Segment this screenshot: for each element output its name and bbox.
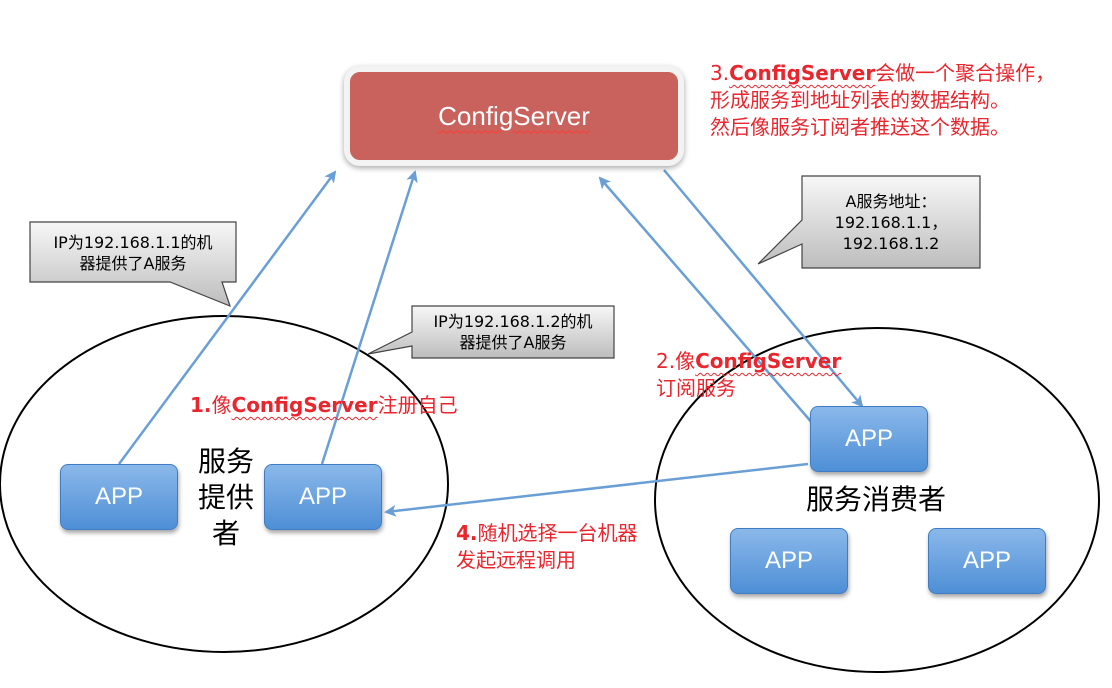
callout-ip1-line1: IP为192.168.1.1的机: [53, 233, 213, 252]
app-provider-left-label: APP: [94, 483, 144, 510]
arrow-config-push: [663, 169, 864, 408]
step1-prefix: 像: [211, 393, 232, 417]
step3-suffix: 会做一个聚合操作，: [875, 61, 1056, 85]
arrow-provider-right-register: [320, 170, 418, 465]
step4-line2: 发起远程调用: [456, 548, 576, 572]
step2-configserver: ConfigServer: [695, 349, 842, 373]
app-provider-right: APP: [264, 464, 382, 530]
arrow-consumer-subscribe: [598, 176, 821, 433]
step3-line3: 然后像服务订阅者推送这个数据。: [710, 115, 1010, 139]
consumer-group-label: 服务消费者: [806, 483, 947, 516]
config-server-box: ConfigServer: [344, 66, 684, 166]
callout-address-line1: A服务地址：: [845, 191, 937, 211]
provider-group-label: 服务 提供 者: [194, 444, 258, 552]
step1-configserver: ConfigServer: [231, 393, 378, 417]
callout-ip2: IP为192.168.1.2的机 器提供了A服务: [412, 308, 614, 356]
callout-ip2-line1: IP为192.168.1.2的机: [433, 312, 593, 331]
app-consumer-top-label: APP: [844, 425, 894, 452]
app-provider-right-label: APP: [298, 483, 348, 510]
app-consumer-bottom-right-label: APP: [962, 547, 1012, 574]
callout-ip2-bubble: [367, 305, 615, 359]
step1-number: 1.: [190, 393, 212, 417]
step3-number: 3.: [710, 61, 730, 85]
callout-address: A服务地址： 192.168.1.1， 192.168.1.2: [802, 180, 980, 264]
step3-line2: 形成服务到地址列表的数据结构。: [710, 88, 1010, 112]
step3-configserver: ConfigServer: [729, 61, 876, 85]
provider-label-line1: 服务: [197, 445, 254, 478]
step2-line2: 订阅服务: [656, 376, 736, 400]
callout-address-line2: 192.168.1.1，: [834, 212, 948, 232]
arrow-remote-call: [384, 462, 809, 517]
callout-address-bubble: [757, 175, 981, 269]
step4-number: 4.: [456, 521, 478, 545]
step1-annotation: 1.像ConfigServer注册自己: [190, 392, 458, 419]
step1-suffix: 注册自己: [377, 393, 458, 417]
callout-ip1-line2: 器提供了A服务: [79, 254, 187, 273]
callout-address-line3: 192.168.1.2: [842, 233, 940, 253]
step3-annotation: 3.ConfigServer会做一个聚合操作， 形成服务到地址列表的数据结构。 …: [710, 60, 1055, 141]
provider-group-ellipse: [0, 315, 449, 653]
app-consumer-bottom-right: APP: [928, 528, 1046, 594]
arrow-provider-left-register: [117, 170, 337, 465]
callout-ip2-line2: 器提供了A服务: [459, 333, 567, 352]
callout-ip1: IP为192.168.1.1的机 器提供了A服务: [30, 228, 236, 278]
step2-annotation: 2.像ConfigServer 订阅服务: [656, 348, 841, 402]
app-consumer-bottom-left-label: APP: [764, 547, 814, 574]
app-consumer-bottom-left: APP: [730, 528, 848, 594]
provider-label-line3: 者: [211, 517, 240, 550]
config-server-label: ConfigServer: [438, 100, 590, 131]
app-provider-left: APP: [60, 464, 178, 530]
step2-number: 2.: [656, 349, 676, 373]
step4-suffix: 随机选择一台机器: [477, 521, 638, 545]
app-consumer-top: APP: [810, 406, 928, 472]
consumer-group-ellipse: [654, 327, 1100, 673]
step4-annotation: 4.随机选择一台机器 发起远程调用: [456, 520, 638, 574]
step2-prefix: 像: [675, 349, 696, 373]
callout-ip1-bubble: [29, 221, 237, 308]
provider-label-line2: 提供: [197, 481, 254, 514]
